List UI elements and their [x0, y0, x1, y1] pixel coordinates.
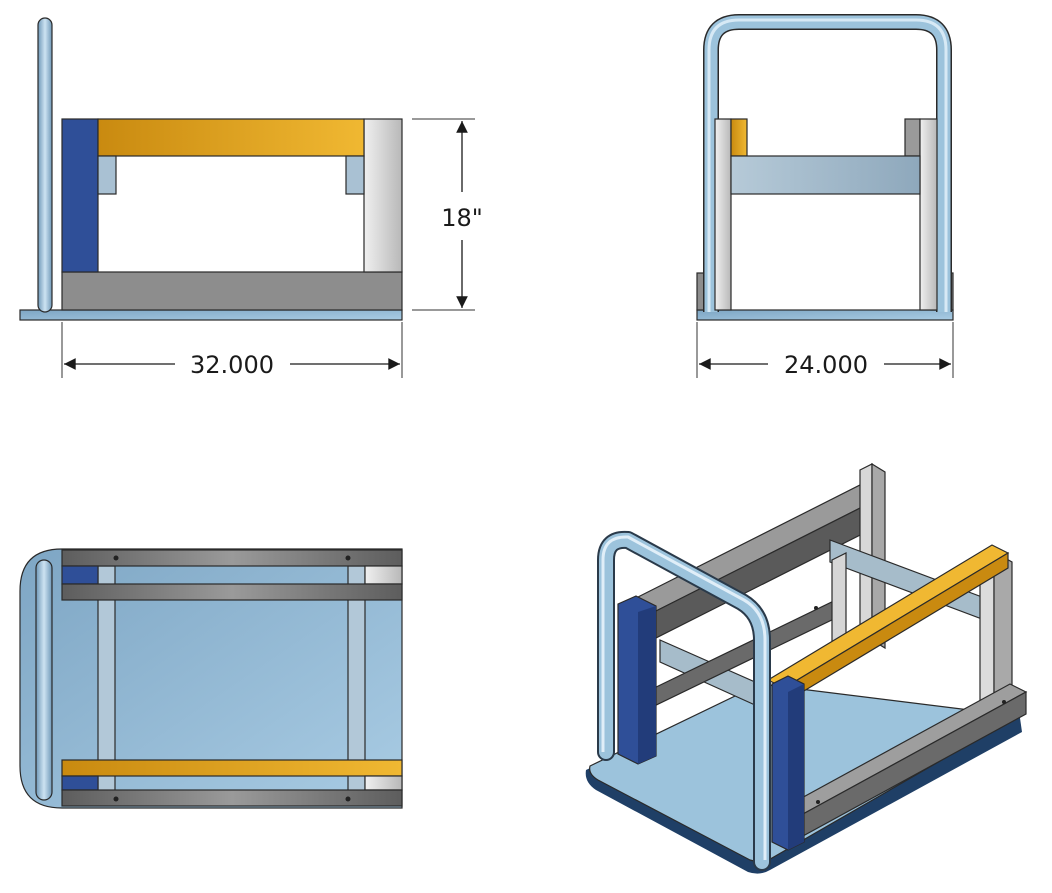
top-view — [19, 548, 403, 809]
light-post-bottom — [364, 775, 403, 791]
slate-block-left — [97, 155, 117, 195]
side-view: 32.000 18" — [19, 17, 483, 379]
base-plate — [19, 309, 403, 321]
light-post-right — [919, 118, 938, 311]
bottom-rail — [61, 271, 403, 311]
light-post — [363, 118, 403, 273]
bolt-hole — [1002, 700, 1006, 704]
orange-rail — [61, 759, 403, 777]
handle-arch-fill — [704, 15, 951, 312]
isometric-view — [585, 462, 1028, 874]
front-view: 24.000 — [696, 14, 954, 379]
top-rail-outer — [61, 549, 403, 567]
top-rail-inner — [61, 583, 403, 601]
handle-tube-fill — [599, 532, 769, 869]
bolt-hole — [814, 606, 818, 610]
side-width-label: 32.000 — [190, 351, 274, 379]
slate-crossbar — [730, 155, 921, 195]
bolt-hole — [345, 555, 351, 561]
bolt-hole — [113, 796, 119, 802]
bolt-hole — [816, 800, 820, 804]
base-plate — [696, 309, 954, 321]
light-post-left — [714, 118, 732, 311]
blue-post-left-face — [638, 606, 656, 764]
rear-light-post-side — [871, 462, 886, 650]
blue-post-top — [61, 565, 99, 585]
bottom-rail — [61, 789, 403, 807]
blue-post-right-face — [788, 684, 804, 850]
gray-stub-right — [904, 118, 921, 157]
side-height-label: 18" — [441, 204, 483, 232]
bolt-hole — [345, 796, 351, 802]
bolt-hole — [113, 555, 119, 561]
slate-block-right — [345, 155, 365, 195]
orange-post-top — [730, 118, 748, 157]
handle-arch-highlight — [707, 18, 948, 312]
blue-post-bottom — [61, 775, 99, 791]
orange-beam — [97, 118, 365, 157]
handle-tube — [37, 17, 53, 313]
handle-tube — [35, 559, 53, 801]
light-post-top — [364, 565, 403, 585]
front-width-label: 24.000 — [784, 351, 868, 379]
handle-tube-highlight — [601, 535, 767, 860]
blue-post — [61, 118, 99, 273]
